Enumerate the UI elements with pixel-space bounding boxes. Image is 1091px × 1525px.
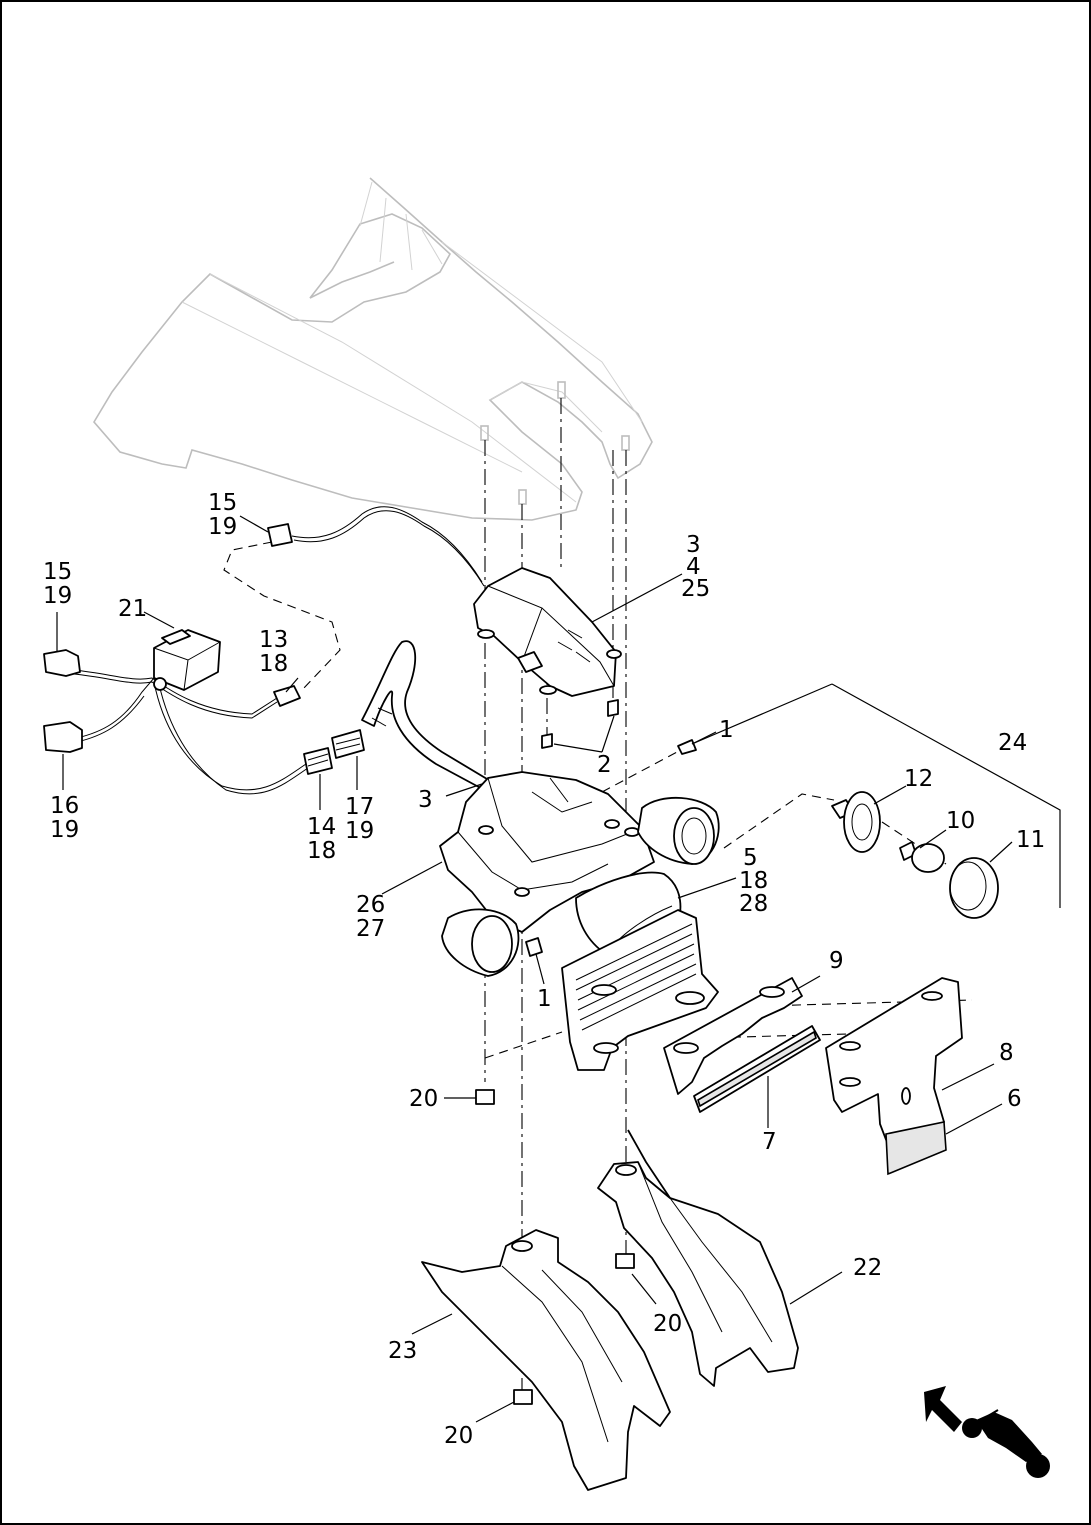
callout-3-4-25-line3: 25: [681, 576, 710, 602]
plate-frame: [561, 909, 719, 1071]
rear-fender-ghost: [93, 177, 653, 521]
callout-3: 3: [418, 787, 433, 813]
callout-1-top: 1: [719, 717, 734, 743]
callout-14-18-line2: 18: [307, 838, 336, 864]
plate-6: [885, 1121, 947, 1176]
callout-15-19-top-line1: 15: [208, 490, 237, 516]
callout-17-19-line2: 19: [345, 818, 374, 844]
callout-20-lower: 20: [444, 1423, 473, 1449]
callout-3-4-25-line1: 3: [686, 532, 701, 558]
callout-20-right: 20: [653, 1311, 682, 1337]
bracket-9: [663, 977, 803, 1095]
callout-16-19-line1: 16: [50, 793, 79, 819]
side-cover-23: [421, 1229, 671, 1491]
leader-lines: [56, 515, 1061, 1423]
connector-13-18: [273, 685, 301, 707]
turn-signal-left: [441, 908, 520, 977]
callout-5-18-28-line3: 28: [739, 891, 768, 917]
turn-signal-right: [637, 796, 720, 865]
callout-15-19-left-line2: 19: [43, 583, 72, 609]
lens-11: [949, 857, 999, 919]
front-direction-arrow-icon: [924, 1386, 962, 1432]
license-bracket-base: [439, 771, 655, 933]
callout-20-upper: 20: [409, 1086, 438, 1112]
callout-11: 11: [1016, 827, 1045, 853]
tail-lamp-assembly: [473, 567, 622, 697]
callout-10: 10: [946, 808, 975, 834]
callout-26-27-line1: 26: [356, 892, 385, 918]
callout-24: 24: [998, 730, 1027, 756]
callout-21: 21: [118, 596, 147, 622]
callout-8: 8: [999, 1040, 1014, 1066]
connector-14-18: [303, 747, 333, 775]
callout-1-bottom: 1: [537, 986, 552, 1012]
callout-5-18-28-line2: 18: [739, 868, 768, 894]
callout-6: 6: [1007, 1086, 1022, 1112]
lamp-socket-12: [831, 791, 881, 853]
callout-14-18-line1: 14: [307, 814, 336, 840]
callout-3-4-25-line2: 4: [686, 554, 701, 580]
bracket-8: [825, 977, 963, 1151]
callout-5-18-28-line1: 5: [743, 845, 758, 871]
callout-15-19-top-line2: 19: [208, 514, 237, 540]
reflector-7: [693, 1025, 821, 1113]
nuts-20: [475, 1089, 635, 1405]
bulb-10: [899, 841, 945, 873]
callout-13-18-line2: 18: [259, 651, 288, 677]
callout-12: 12: [904, 766, 933, 792]
callout-22: 22: [853, 1255, 882, 1281]
fasteners: [525, 699, 697, 957]
connectors: [43, 523, 365, 775]
connector-16-19: [43, 721, 83, 753]
module-21: [153, 629, 221, 691]
callout-23: 23: [388, 1338, 417, 1364]
callout-13-18-line1: 13: [259, 627, 288, 653]
motorcycle-icon: [962, 1409, 1050, 1478]
connector-15-19-top: [267, 523, 293, 547]
callout-16-19-line2: 19: [50, 817, 79, 843]
connector-15-19-left: [43, 649, 81, 677]
callout-15-19-left-line1: 15: [43, 559, 72, 585]
callout-labels: 15 19 15 19 21 13 18 16 19 14 18 17 19 3…: [43, 490, 1045, 1449]
callout-7: 7: [762, 1129, 777, 1155]
callout-2: 2: [597, 752, 612, 778]
callout-26-27-line2: 27: [356, 916, 385, 942]
callout-9: 9: [829, 948, 844, 974]
callout-17-19-line1: 17: [345, 794, 374, 820]
side-cover-22: [597, 1129, 799, 1387]
connector-17-19: [331, 729, 365, 759]
